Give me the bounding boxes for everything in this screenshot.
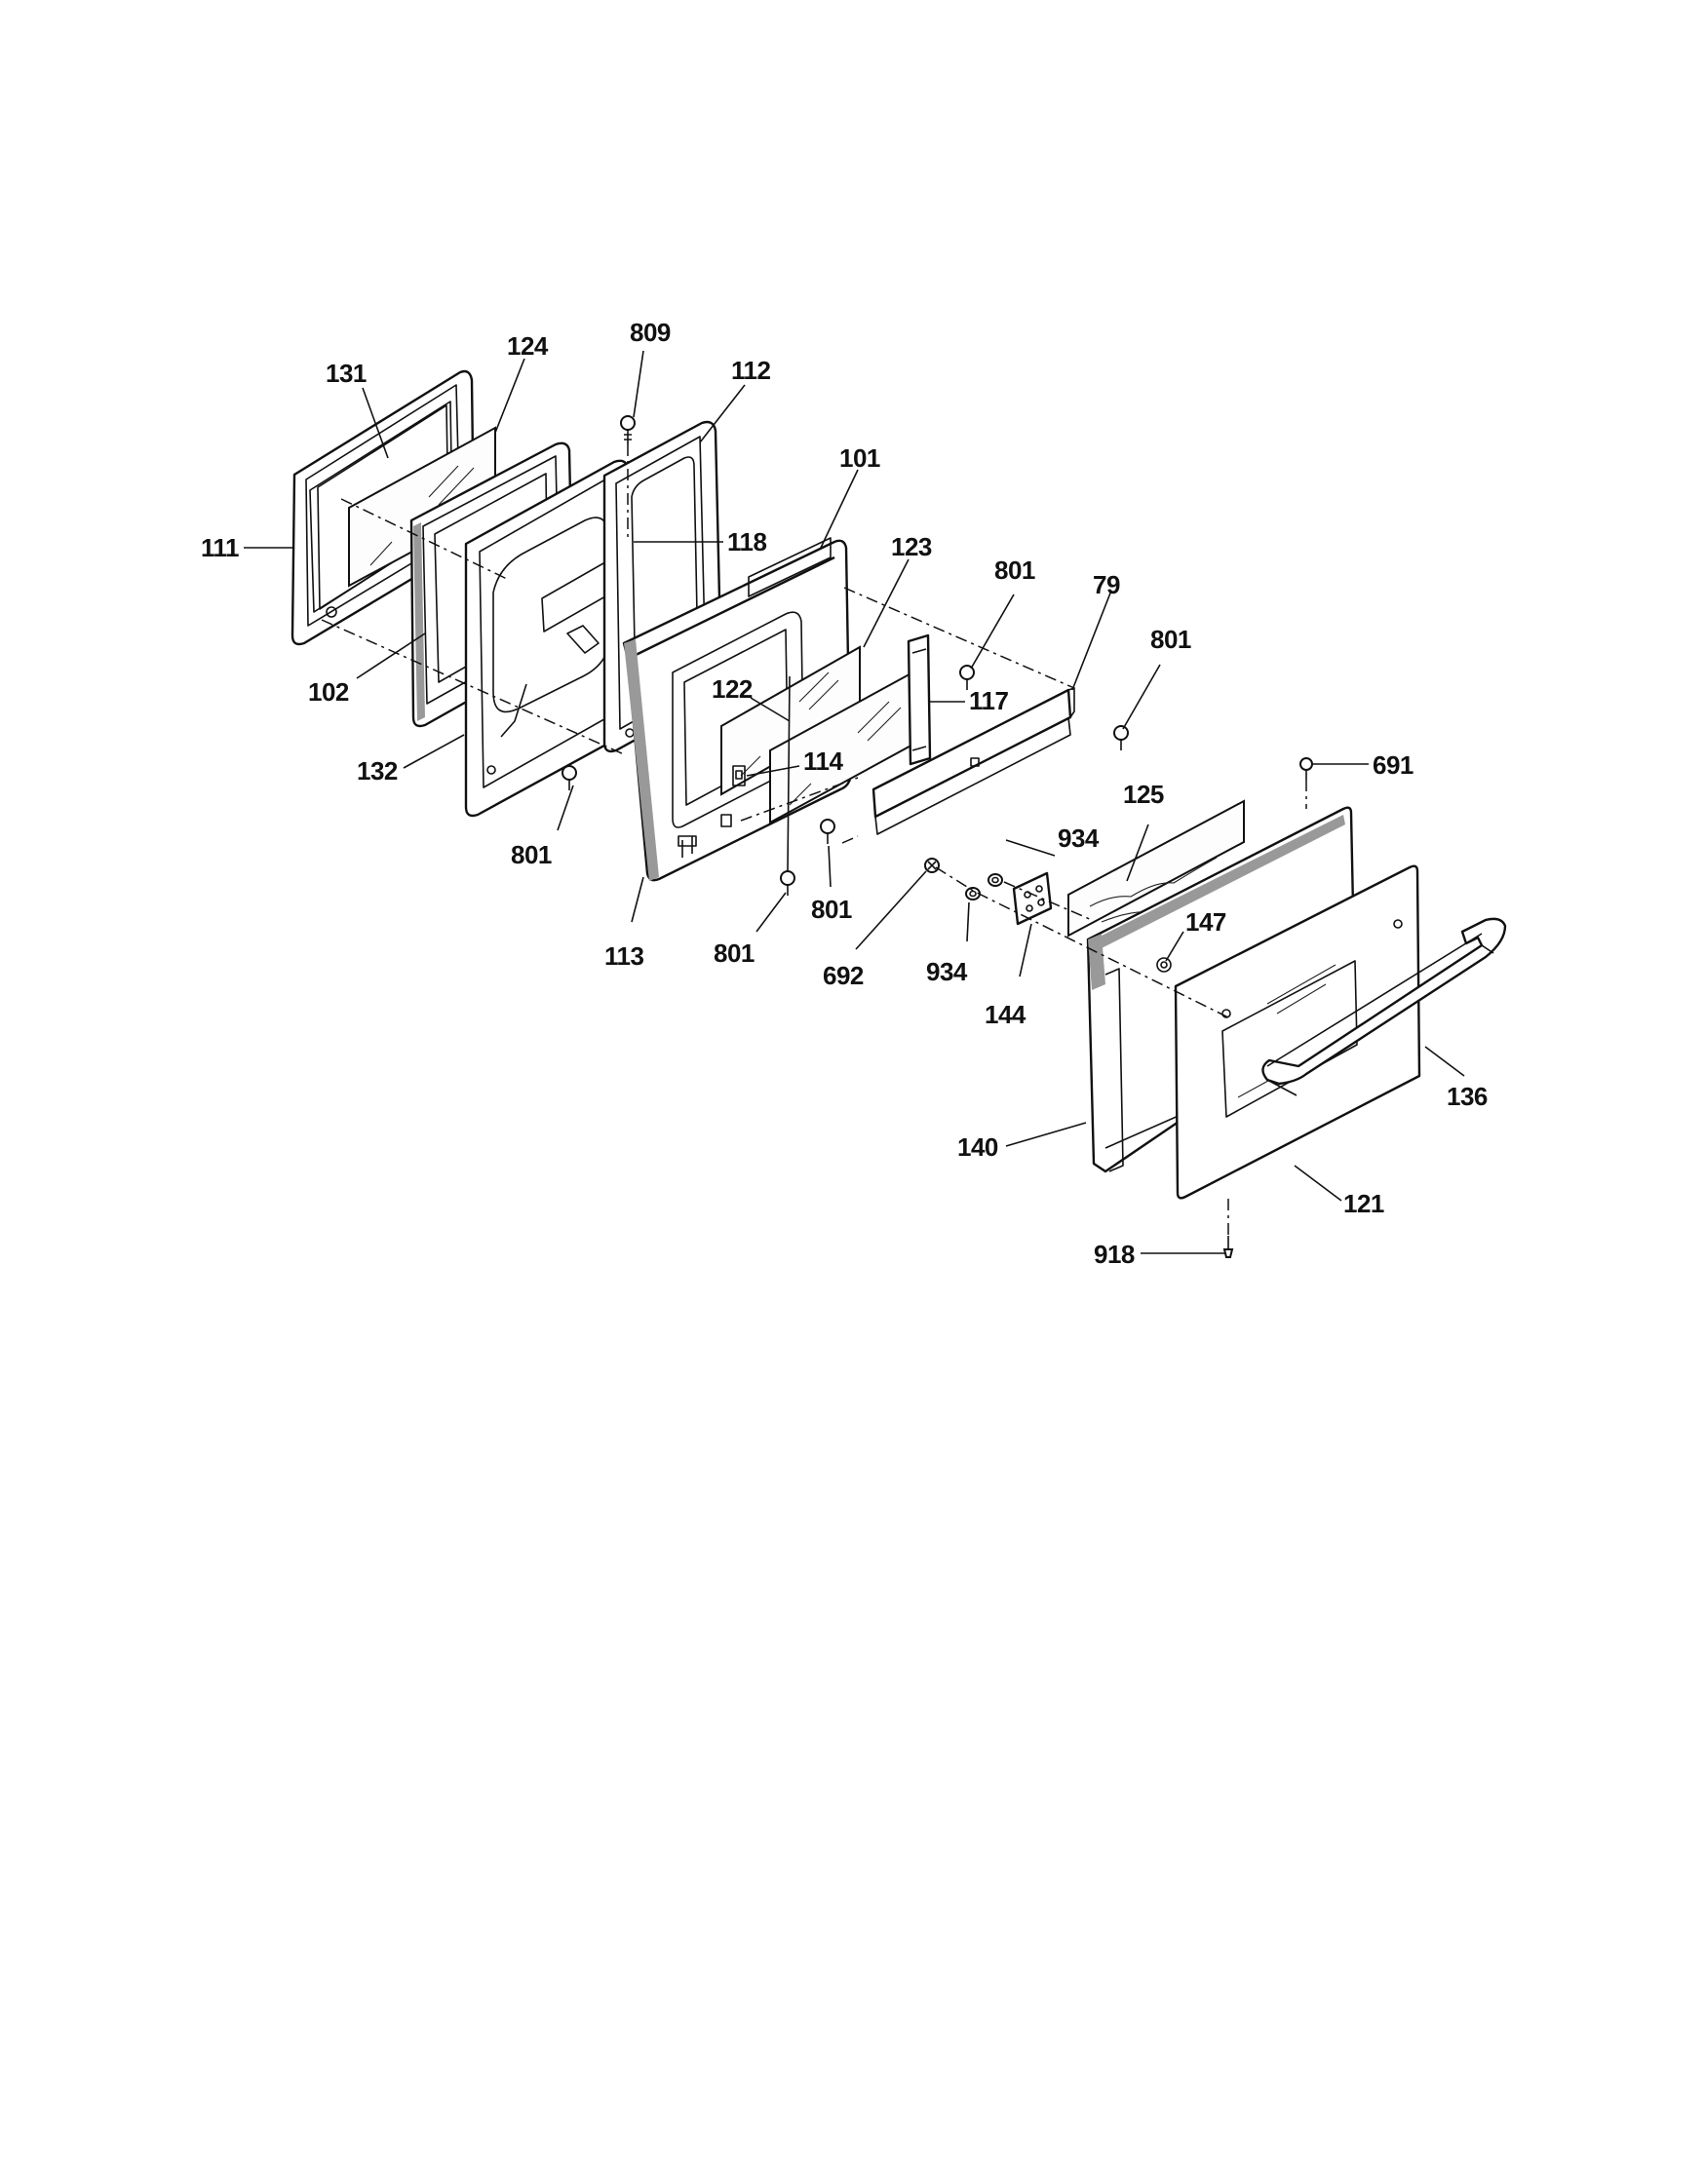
label-114: 114	[803, 747, 843, 776]
callout-labels: 131 124 809 112 101 111 118 123 801 79 8…	[201, 318, 1488, 1269]
part-144-hinge-plate	[1012, 871, 1053, 926]
label-102: 102	[308, 677, 349, 707]
label-801-c: 801	[511, 840, 552, 869]
label-918: 918	[1094, 1240, 1135, 1269]
part-934-washer-upper	[988, 873, 1003, 887]
label-144: 144	[985, 1000, 1026, 1029]
part-114-clip	[732, 765, 746, 786]
label-801-a: 801	[994, 556, 1035, 585]
label-692: 692	[823, 961, 864, 990]
part-809-screw	[620, 415, 636, 444]
label-136: 136	[1447, 1082, 1488, 1111]
label-140: 140	[957, 1132, 998, 1162]
label-125: 125	[1123, 780, 1164, 809]
label-117: 117	[969, 686, 1008, 715]
label-121: 121	[1343, 1189, 1384, 1218]
label-112: 112	[731, 356, 770, 385]
part-691-screw	[1299, 757, 1313, 780]
label-122: 122	[712, 674, 753, 704]
leader-lines	[244, 350, 1465, 1254]
label-131: 131	[326, 359, 367, 388]
part-136-handle	[1261, 917, 1507, 1096]
part-132-inner-frame	[464, 459, 636, 818]
label-801-e: 801	[714, 939, 755, 968]
label-934-a: 934	[1058, 824, 1100, 853]
label-801-b: 801	[1150, 625, 1191, 654]
part-801-screw-e	[780, 870, 795, 896]
label-147: 147	[1185, 907, 1226, 937]
alignment-lines	[321, 444, 1307, 1236]
part-801-screw-d	[820, 819, 835, 844]
label-101: 101	[839, 443, 880, 473]
label-809: 809	[630, 318, 671, 347]
part-918-screw	[1222, 1236, 1234, 1258]
label-934-b: 934	[926, 957, 968, 986]
label-691: 691	[1373, 750, 1414, 780]
part-121-front-panel	[1174, 864, 1421, 1200]
label-132: 132	[357, 756, 398, 785]
label-79: 79	[1093, 570, 1120, 599]
part-79-trim-strip	[871, 687, 1075, 835]
label-111: 111	[201, 533, 239, 562]
label-124: 124	[507, 331, 549, 361]
part-801-screw-b	[1113, 725, 1129, 750]
part-692-screw	[924, 858, 940, 873]
label-801-d: 801	[811, 895, 852, 924]
part-117-channel	[907, 633, 932, 766]
part-801-screw-c	[562, 765, 577, 790]
label-118: 118	[727, 527, 766, 556]
label-113: 113	[604, 941, 643, 971]
part-801-screw-a	[959, 665, 975, 690]
label-123: 123	[891, 532, 932, 561]
part-147-bushing	[1156, 957, 1172, 973]
